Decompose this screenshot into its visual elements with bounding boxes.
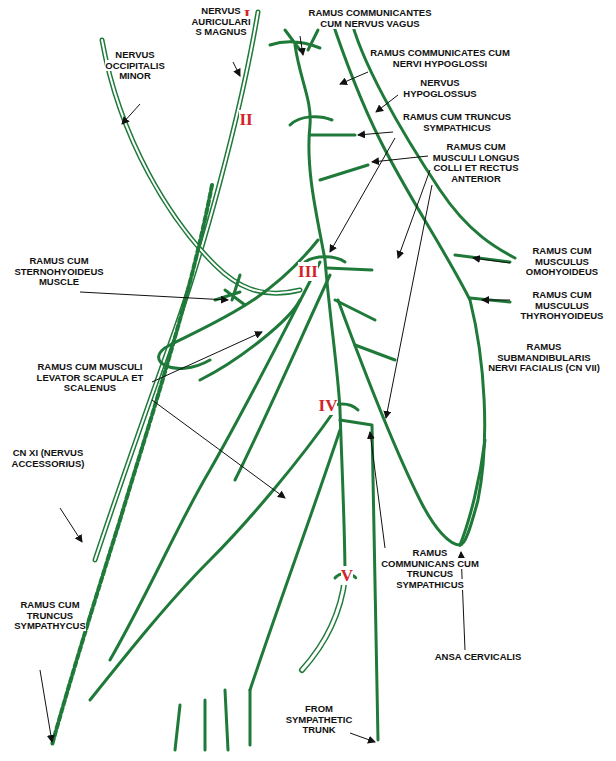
nerve-label: RAMUS CUM TRUNCUS SYMPATHYCUS [8, 600, 92, 632]
nerve-label-text: RAMUS CUM TRUNCUS SYMPATHICUS [403, 111, 511, 133]
nerve-label-text: RAMUS CUM MUSCULI LEVATOR SCAPULA ET SCA… [37, 361, 144, 393]
callout-number: II [232, 110, 260, 129]
nerve-label: NERVUS HYPOGLOSSUS [400, 78, 480, 99]
nerve-label: FROM SYMPATHETIC TRUNK [282, 704, 356, 736]
nerve-label: RAMUS CUM MUSCULI LEVATOR SCAPULA ET SCA… [30, 362, 150, 394]
nerve-label-text: FROM SYMPATHETIC TRUNK [286, 703, 353, 735]
nerve-label-text: RAMUS COMMUNICANS CUM TRUNCUS SYMPATHICU… [381, 547, 479, 590]
callout-number-text: III [298, 262, 318, 281]
nerve-label: NERVUS AURICULARIS MAGNUS [190, 6, 252, 38]
nerve-label-text: RAMUS CUM MUSCULI LONGUS COLLI ET RECTUS… [433, 141, 520, 184]
nerve-label-text: RAMUS COMMUNICANTES CUM NERVUS VAGUS [309, 7, 432, 29]
nerve-label: RAMUS SUBMANDIBULARIS NERVI FACIALIS (CN… [482, 342, 606, 374]
nerve-label: RAMUS COMMUNICATES CUM NERVI HYPOGLOSSI [370, 48, 510, 69]
nerve-label: RAMUS CUM TRUNCUS SYMPATHICUS [396, 112, 518, 133]
nerve-label: ANSA CERVICALIS [418, 652, 538, 663]
nerve-label-text: RAMUS CUM MUSCULUS THYROHYOIDEUS [521, 289, 604, 321]
callout-number-text: IV [319, 396, 338, 415]
nerve-label: RAMUS CUM STERNOHYOIDEUS MUSCLE [10, 256, 108, 288]
nerve-label-text: CN XI (NERVUS ACCESSORIUS) [12, 447, 85, 469]
nerve-label: CN XI (NERVUS ACCESSORIUS) [8, 448, 88, 469]
nerve-label: RAMUS CUM MUSCULI LONGUS COLLI ET RECTUS… [430, 142, 522, 185]
nerve-label-text: NERVUS OCCIPITALIS MINOR [105, 49, 164, 81]
nerve-label: RAMUS COMMUNICANTES CUM NERVUS VAGUS [300, 8, 440, 29]
callout-number: IV [312, 396, 344, 415]
nerve-label: RAMUS CUM MUSCULUS OMOHYOIDEUS [512, 246, 612, 278]
nerve-label: RAMUS CUM MUSCULUS THYROHYOIDEUS [512, 290, 612, 322]
nerve-label-text: RAMUS CUM MUSCULUS OMOHYOIDEUS [526, 245, 598, 277]
callout-number-text: II [239, 110, 252, 129]
nerve-label-text: RAMUS SUBMANDIBULARIS NERVI FACIALIS (CN… [488, 341, 600, 373]
callout-number: V [336, 566, 358, 585]
nerve-label-text: RAMUS COMMUNICATES CUM NERVI HYPOGLOSSI [370, 47, 510, 69]
nerve-label-text: RAMUS CUM STERNOHYOIDEUS MUSCLE [14, 255, 103, 287]
nerve-label-text: NERVUS HYPOGLOSSUS [403, 77, 476, 99]
nerve-label: RAMUS COMMUNICANS CUM TRUNCUS SYMPATHICU… [380, 548, 480, 591]
nerve-label: NERVUS OCCIPITALIS MINOR [100, 50, 170, 82]
callout-number: III [288, 262, 328, 281]
callout-number-text: V [341, 566, 353, 585]
nerve-label-text: NERVUS AURICULARIS MAGNUS [191, 5, 250, 37]
nerve-label-text: ANSA CERVICALIS [435, 651, 522, 662]
nerve-label-text: RAMUS CUM TRUNCUS SYMPATHYCUS [14, 599, 85, 631]
